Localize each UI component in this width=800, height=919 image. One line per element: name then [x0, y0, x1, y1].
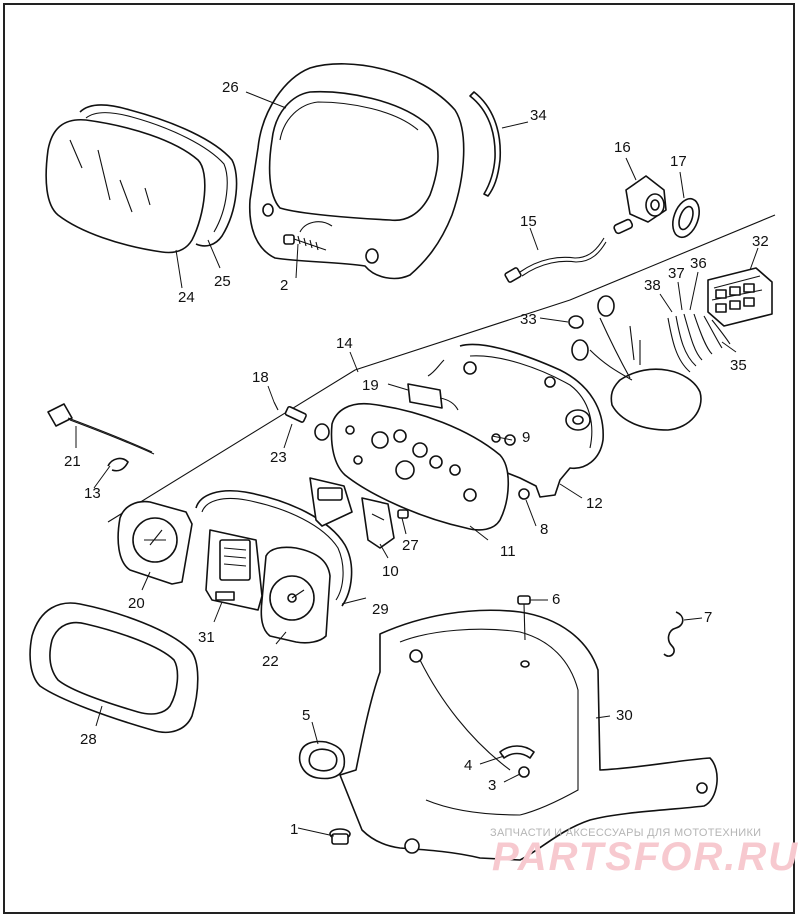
spring-clip-7 [663, 611, 684, 657]
callout-35: 35 [730, 357, 747, 374]
gauge-20 [117, 500, 193, 585]
switch-plate [309, 477, 353, 527]
clip-13 [107, 457, 129, 472]
bulb-socket-16 [613, 175, 667, 235]
bracket-10 [361, 497, 395, 549]
callout-2: 2 [280, 277, 288, 294]
callout-1: 1 [290, 821, 298, 838]
callout-23: 23 [270, 449, 287, 466]
callout-15: 15 [520, 213, 537, 230]
mount-bracket-30 [339, 609, 718, 861]
instrument-bezel-29 [195, 490, 353, 607]
callout-38: 38 [644, 277, 661, 294]
clamp-4 [499, 745, 535, 759]
callout-6: 6 [552, 591, 560, 608]
callout-13: 13 [84, 485, 101, 502]
callout-26: 26 [222, 79, 239, 96]
speedo-cable-21 [47, 403, 155, 455]
bolt-1 [329, 828, 351, 845]
callout-29: 29 [372, 601, 389, 618]
callout-11: 11 [500, 543, 516, 560]
callout-12: 12 [586, 495, 603, 512]
bracket-frame-12 [459, 343, 604, 498]
callout-32: 32 [752, 233, 769, 250]
callout-10: 10 [382, 563, 399, 580]
screw-27 [397, 509, 409, 519]
meter-31 [205, 529, 263, 611]
screw-2 [283, 234, 327, 251]
callout-30: 30 [616, 707, 633, 724]
callout-25: 25 [214, 273, 231, 290]
callout-14: 14 [336, 335, 353, 352]
bulb-33 [568, 315, 584, 329]
callout-9: 9 [522, 429, 530, 446]
callout-18: 18 [252, 369, 269, 386]
trim-strip-34 [469, 91, 502, 197]
callout-20: 20 [128, 595, 145, 612]
connector-32 [707, 267, 773, 327]
lens-glass-24 [45, 119, 206, 254]
callout-37: 37 [668, 265, 685, 282]
callouts: 1 2 3 4 5 6 7 8 9 10 11 12 13 14 15 16 1… [64, 79, 769, 838]
callout-19: 19 [362, 377, 379, 394]
callout-33: 33 [520, 311, 537, 328]
diagram-frame [3, 3, 795, 914]
section-divider-line [107, 214, 776, 523]
grommet-5 [298, 740, 346, 780]
watermark-tagline: ЗАПЧАСТИ И АКСЕССУАРЫ ДЛЯ МОТОТЕХНИКИ [490, 827, 761, 839]
callout-28: 28 [80, 731, 97, 748]
bezel-trim-28 [29, 602, 199, 734]
instrument-cover-26 [248, 63, 465, 280]
screw-6 [517, 595, 531, 668]
spacer-8 [518, 488, 530, 500]
speedometer-22 [260, 546, 331, 644]
lens-gasket-25 [79, 104, 238, 247]
wire-harness-35 [571, 295, 731, 431]
instrument-housing-11 [330, 402, 510, 531]
callout-8: 8 [540, 521, 548, 538]
wire-15 [504, 237, 607, 283]
bulb-holder-23 [273, 401, 330, 441]
leader-lines [75, 91, 759, 837]
watermark-brand: PARTSFOR.RU [492, 835, 799, 879]
callout-24: 24 [178, 289, 195, 306]
callout-36: 36 [690, 255, 707, 272]
watermark: ЗАПЧАСТИ И АКСЕССУАРЫ ДЛЯ МОТОТЕХНИКИ PA… [490, 827, 799, 879]
bracket-19 [407, 359, 459, 411]
callout-31: 31 [198, 629, 215, 646]
nut-3 [518, 766, 530, 778]
callout-4: 4 [464, 757, 472, 774]
callout-22: 22 [262, 653, 279, 670]
callout-5: 5 [302, 707, 310, 724]
callout-21: 21 [64, 453, 81, 470]
callout-3: 3 [488, 777, 496, 794]
callout-16: 16 [614, 139, 631, 156]
callout-17: 17 [670, 153, 687, 170]
callout-7: 7 [704, 609, 712, 626]
grommet-17 [672, 197, 700, 239]
callout-34: 34 [530, 107, 547, 124]
callout-27: 27 [402, 537, 419, 554]
